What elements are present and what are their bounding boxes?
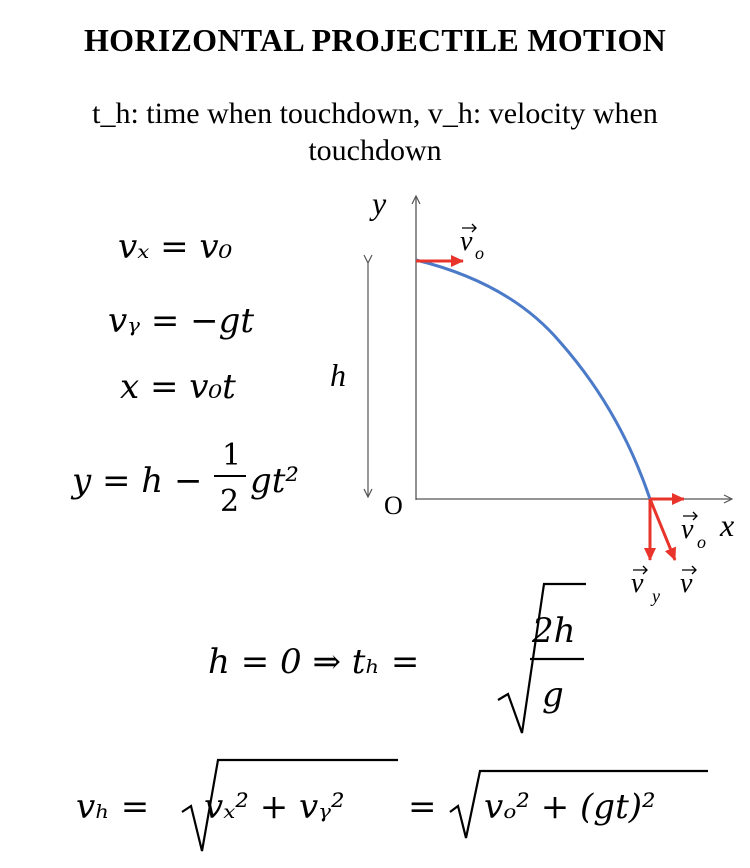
- initial-velocity-subscript: o: [475, 243, 484, 263]
- final-vy-label: v y: [631, 565, 660, 606]
- trajectory-curve: [415, 258, 652, 500]
- y-axis-label: y: [369, 185, 387, 221]
- touchdown-velocity-left: vₕ =: [76, 787, 149, 827]
- final-velocity-vector: [648, 498, 677, 561]
- initial-velocity-arrow-accent: [462, 223, 477, 233]
- equation-vx: vₓ = v₀: [118, 227, 233, 267]
- final-velocity-arrow-accent: [682, 565, 697, 575]
- touchdown-time-left: h = 0 ⇒ tₕ =: [208, 642, 419, 682]
- final-velocity-label: v: [680, 565, 697, 599]
- final-vy-symbol: v: [631, 568, 644, 599]
- equation-y-frac-den: 2: [220, 484, 239, 519]
- touchdown-velocity-radical-2: [449, 769, 708, 839]
- touchdown-velocity-radicand-1: vₓ² + vᵧ²: [204, 787, 345, 827]
- subtitle: t_h: time when touchdown, v_h: velocity …: [92, 97, 658, 167]
- touchdown-time-equation: h = 0 ⇒ tₕ = 2h g: [208, 582, 586, 734]
- touchdown-velocity-radical-1: [181, 758, 398, 852]
- equation-y-frac-num: 1: [222, 438, 241, 473]
- equation-y-left: y = h −: [70, 461, 203, 501]
- touchdown-time-denominator: g: [542, 675, 564, 715]
- final-vy-subscript: y: [650, 586, 660, 606]
- height-label: h: [330, 357, 346, 393]
- equation-x: x = v₀t: [120, 367, 236, 407]
- touchdown-velocity-equals: =: [408, 787, 437, 827]
- touchdown-velocity-radicand-2: vₒ² + (gt)²: [484, 787, 656, 827]
- equations-left: vₓ = v₀ vᵧ = −gt x = v₀t y = h − 1 2 gt²: [70, 227, 299, 519]
- final-vx-label: v o: [681, 511, 706, 552]
- initial-velocity-symbol: v: [460, 226, 473, 257]
- initial-velocity-label: v o: [460, 223, 484, 263]
- equation-vy: vᵧ = −gt: [108, 301, 254, 341]
- page-title: HORIZONTAL PROJECTILE MOTION: [83, 22, 667, 58]
- origin-label: O: [384, 491, 403, 520]
- final-vx-subscript: o: [697, 532, 706, 552]
- x-axis-label: x: [719, 507, 734, 543]
- final-vx-symbol: v: [681, 514, 694, 545]
- touchdown-time-numerator: 2h: [531, 611, 576, 651]
- touchdown-time-radical: [497, 582, 586, 734]
- final-vx-arrow-accent: [683, 511, 698, 521]
- touchdown-velocity-equation: vₕ = vₓ² + vᵧ² = vₒ² + (gt)²: [76, 758, 708, 852]
- equation-y-right: gt²: [250, 461, 299, 501]
- final-velocity-symbol: v: [680, 568, 693, 599]
- final-vy-arrow-accent: [633, 565, 648, 575]
